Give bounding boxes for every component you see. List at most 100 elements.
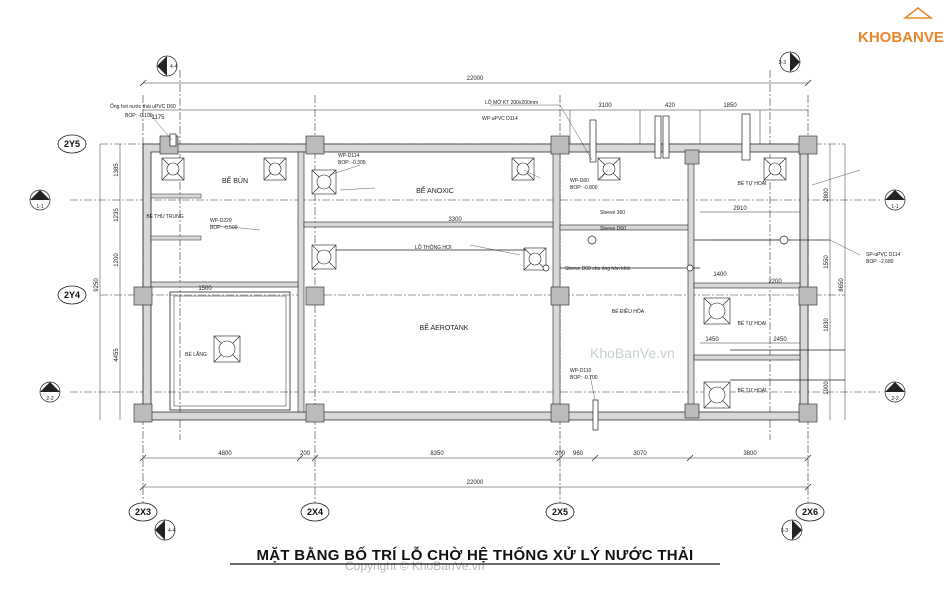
grid-label-2y4: 2Y4 — [64, 290, 80, 300]
svg-text:1450: 1450 — [705, 337, 719, 343]
svg-text:1550: 1550 — [824, 255, 830, 269]
columns — [133, 135, 818, 423]
svg-text:1385: 1385 — [114, 163, 120, 177]
note-opening-size: LỖ MỞ KT 200x200mm — [485, 99, 538, 106]
pipes — [169, 113, 845, 431]
grid-bubble-2y5: 2Y5 — [57, 134, 87, 154]
note-bop-500: BOP: -0.500 — [210, 225, 238, 231]
watermark-bottom: Copyright © KhoBanVe.vn — [345, 559, 485, 573]
svg-text:1900: 1900 — [824, 381, 830, 395]
note-bop-2680: BOP: -2.680 — [866, 259, 894, 265]
grid-bubble-2y4: 2Y4 — [57, 285, 87, 305]
svg-text:22000: 22000 — [467, 480, 484, 486]
svg-text:4-4: 4-4 — [170, 64, 177, 70]
svg-text:3300: 3300 — [448, 217, 462, 223]
section-marker-3-3-top: 3-3 — [779, 51, 801, 73]
svg-text:4-4: 4-4 — [168, 528, 175, 534]
note-bop-305: BOP: -0.305 — [338, 160, 366, 166]
svg-text:1-1: 1-1 — [36, 204, 43, 210]
svg-text:1850: 1850 — [723, 103, 737, 109]
room-be-bun: BỂ BÙN — [222, 176, 248, 185]
room-be-lang: BỂ LẮNG — [185, 350, 207, 358]
grid-label-2x3: 2X3 — [135, 507, 151, 517]
grid-label-2x6: 2X6 — [802, 507, 818, 517]
dimension-texts: 22000 22000 3100 420 1850 1175 4800 200 … — [94, 76, 845, 486]
section-marker-2-2-left: 2-2 — [39, 381, 61, 403]
note-vent-hole: LỖ THÔNG HƠI — [415, 244, 452, 251]
section-marker-2-2-right: 2-2 — [884, 381, 906, 403]
leader-lines — [147, 104, 861, 401]
note-wp-d110: WP-D110 — [570, 368, 592, 374]
grid-label-2x5: 2X5 — [552, 507, 568, 517]
svg-text:2-2: 2-2 — [891, 396, 898, 402]
section-marker-4-4-top: 4-4 — [156, 55, 177, 77]
note-sleeve-smoke: Sleeve D60 cho ống hồn khói — [565, 266, 630, 272]
annotations: Ống hơi nước thải uPVC D60 BOP: -0.100 L… — [110, 99, 901, 381]
brand-logo: KHOBANVE — [858, 7, 944, 46]
section-marker-3-3-bottom: 3-3 — [781, 519, 803, 541]
svg-text:2450: 2450 — [773, 337, 787, 343]
svg-text:1235: 1235 — [114, 208, 120, 222]
svg-text:3100: 3100 — [598, 103, 612, 109]
section-marker-4-4-bottom: 4-4 — [154, 519, 175, 541]
svg-text:4455: 4455 — [114, 348, 120, 362]
svg-text:2910: 2910 — [733, 206, 747, 212]
svg-text:3-3: 3-3 — [781, 528, 788, 534]
room-be-tu-hoai-1: BỂ TỰ HOẠI — [738, 180, 767, 187]
svg-text:8350: 8350 — [430, 451, 444, 457]
walls — [142, 143, 809, 421]
svg-text:1175: 1175 — [152, 115, 166, 121]
drawing-title: MẶT BẰNG BỐ TRÍ LỖ CHỜ HỆ THỐNG XỬ LÝ NƯ… — [256, 546, 693, 564]
svg-text:22000: 22000 — [467, 76, 484, 82]
room-be-aerotank: BỂ AEROTANK — [420, 323, 469, 332]
grid-bubble-2x4: 2X4 — [300, 502, 330, 522]
svg-text:3-3: 3-3 — [779, 60, 786, 66]
svg-text:420: 420 — [665, 103, 676, 109]
note-bop: BOP: -0.100 — [125, 113, 153, 119]
house-icon — [902, 7, 934, 19]
dimension-ticks — [139, 79, 812, 491]
svg-text:2-2: 2-2 — [46, 396, 53, 402]
room-be-anoxic: BỂ ANOXIC — [416, 186, 454, 195]
note-vent-pipe: Ống hơi nước thải uPVC D60 — [110, 103, 176, 110]
note-bop-800: BOP: -0.800 — [570, 185, 598, 191]
note-wp-upvc: WP-uPVC D114 — [482, 116, 518, 122]
room-be-dieu-hoa: BỂ ĐIỀU HÒA — [612, 308, 645, 315]
note-wp-d220: WP-D220 — [210, 218, 232, 224]
grid-bubble-2x3: 2X3 — [128, 502, 158, 522]
svg-text:2200: 2200 — [768, 279, 782, 285]
room-labels: BỂ BÙN BỂ ANOXIC BỂ AEROTANK BỂ THU TRUN… — [146, 176, 766, 394]
svg-text:3070: 3070 — [633, 451, 647, 457]
section-marker-1-1-left: 1-1 — [29, 189, 51, 211]
svg-text:8650: 8650 — [839, 278, 845, 292]
room-be-tu-hoai-3: BỂ TỰ HOẠI — [738, 387, 767, 394]
grid-label-2x4: 2X4 — [307, 507, 323, 517]
openings — [161, 157, 787, 409]
watermark-center: KhoBanVe.vn — [590, 345, 675, 361]
note-wp-d114: WP-D114 — [338, 153, 360, 159]
grid-bubble-2x5: 2X5 — [545, 502, 575, 522]
svg-text:200: 200 — [300, 451, 311, 457]
svg-text:1-1: 1-1 — [891, 204, 898, 210]
grid-label-2y5: 2Y5 — [64, 139, 80, 149]
svg-text:1830: 1830 — [824, 318, 830, 332]
section-marker-1-1-right: 1-1 — [884, 189, 906, 211]
note-sleeve-360: Sleeve 360 — [600, 210, 625, 216]
svg-text:2800: 2800 — [824, 188, 830, 202]
svg-text:3800: 3800 — [743, 451, 757, 457]
logo-text: KHOBANVE — [858, 29, 944, 46]
note-wp-d60: WP-D60 — [570, 178, 589, 184]
note-sleeve-d60: Sleeve D60 — [600, 226, 626, 232]
svg-text:1500: 1500 — [198, 286, 212, 292]
note-sp-upvc: SP-uPVC D114 — [866, 252, 901, 258]
room-be-thu-tung: BỂ THU TRUNG — [146, 213, 183, 220]
section-markers: 1-1 1-1 2-2 2-2 4-4 4-4 — [29, 51, 906, 541]
svg-text:1400: 1400 — [713, 272, 727, 278]
grid-bubble-2x6: 2X6 — [795, 502, 825, 522]
svg-text:200: 200 — [555, 451, 566, 457]
grid-bubbles: 2Y5 2Y4 2X3 2X4 2X5 2X6 — [57, 134, 825, 522]
svg-text:1200: 1200 — [114, 253, 120, 267]
svg-text:9250: 9250 — [94, 278, 100, 292]
